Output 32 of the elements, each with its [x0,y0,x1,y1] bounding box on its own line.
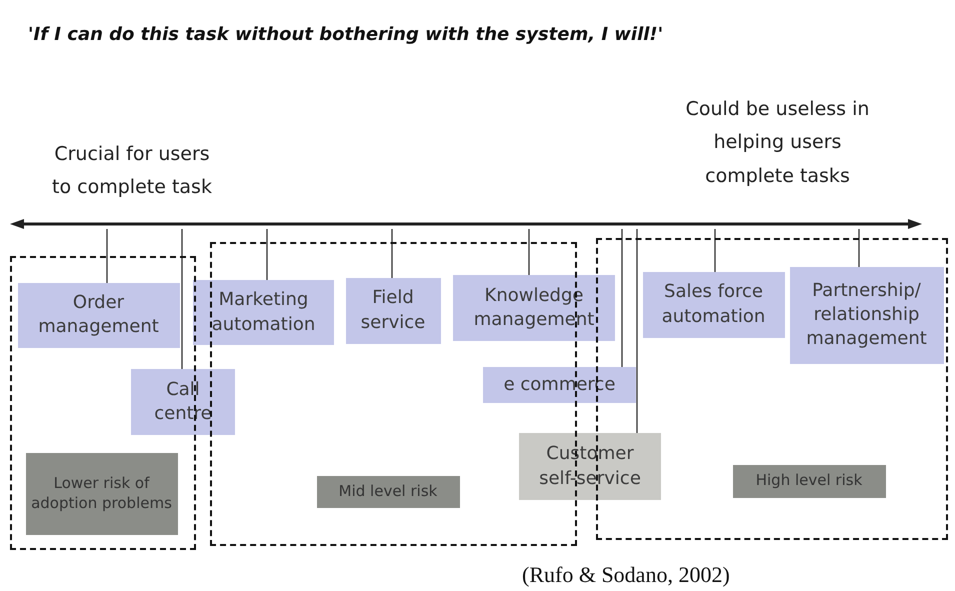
risk-level-label: High level risk [754,471,864,491]
risk-level-label: Lower risk of adoption problems [30,474,173,513]
connector-line [714,229,716,272]
axis-end-label: Could be useless in helping users complete tasks [684,97,870,188]
connector-line [106,229,108,283]
risk-level-label: Mid level risk [338,482,438,502]
double-headed-axis-arrow [10,219,922,229]
risk-level-box [732,464,886,498]
connector-line [181,229,183,369]
risk-level-box [26,452,178,534]
category-box [18,282,180,348]
connector-line [636,229,638,433]
category-label: Order management [37,290,160,339]
connector-line [528,229,530,275]
category-box [453,275,615,341]
category-label: Sales force automation [660,280,766,328]
category-label: Marketing automation [210,288,316,336]
axis-end-label: Crucial for users to complete task [51,142,213,200]
risk-level-box [316,476,460,508]
category-label: Field service [360,286,426,334]
category-box [193,280,334,345]
category-label: Knowledge management [472,284,596,332]
connector-line [621,229,623,367]
category-label: Partnership/ relationship management [805,278,928,352]
title: 'If I can do this task without bothering with the system, I will!' [28,24,664,45]
category-box [346,278,440,344]
connector-line [391,229,393,278]
category-box [790,266,944,364]
category-box [642,272,784,338]
connector-line [266,229,268,280]
citation: (Rufo & Sodano, 2002) [522,562,730,588]
connector-line [858,229,860,267]
